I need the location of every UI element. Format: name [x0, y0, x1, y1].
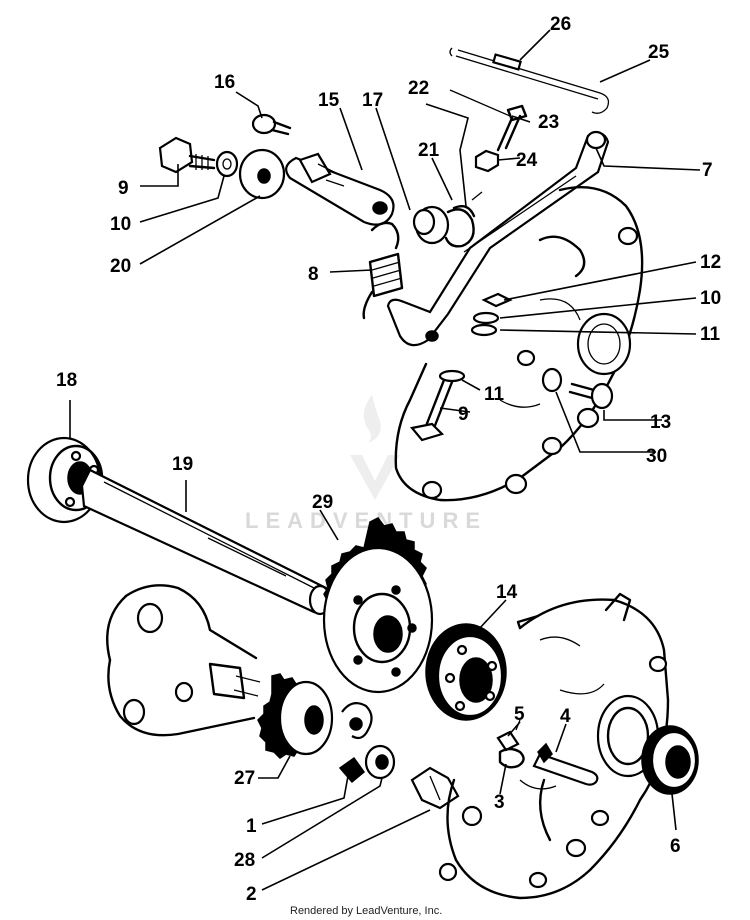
callout-13: 13 [650, 412, 671, 433]
rod-22 [449, 89, 511, 117]
watermark-logo [350, 395, 400, 500]
callout-20: 20 [110, 256, 131, 277]
callout-25: 25 [648, 42, 670, 63]
callout-6: 6 [670, 836, 681, 857]
callout-29: 29 [312, 492, 333, 513]
callout-15: 15 [318, 90, 340, 111]
linkage-rod [449, 47, 610, 114]
callout-9-top: 9 [118, 178, 129, 199]
washer-10-mid [472, 311, 500, 325]
bolt-23 [496, 104, 528, 152]
callout-26: 26 [550, 14, 571, 35]
bolt-9-top [158, 136, 216, 174]
callout-9-lower: 9 [458, 404, 469, 425]
gear-27 [257, 673, 334, 759]
screw-13 [568, 382, 614, 410]
callout-16: 16 [214, 72, 235, 93]
callout-21: 21 [418, 140, 440, 161]
spring-8 [362, 221, 404, 320]
washer-20 [238, 148, 286, 200]
callout-4: 4 [560, 706, 571, 727]
callout-5: 5 [514, 704, 525, 725]
washer-11-mid [470, 323, 498, 337]
collar-28 [364, 744, 396, 780]
callout-2: 2 [246, 884, 257, 905]
callout-14: 14 [496, 582, 518, 603]
callout-11-low: 11 [484, 384, 505, 405]
callout-12: 12 [700, 252, 721, 273]
gear-29 [322, 517, 434, 694]
watermark-text: LEADVENTURE [245, 508, 487, 533]
bearing-14 [425, 623, 507, 721]
washer-30 [541, 367, 563, 393]
right-housing [438, 592, 670, 900]
rod-clip [492, 53, 522, 71]
lever-7 [386, 130, 610, 347]
spring-3 [498, 747, 525, 769]
callout-24: 24 [516, 150, 538, 171]
lever-1 [338, 701, 373, 784]
callout-8: 8 [308, 264, 319, 285]
callout-1: 1 [246, 816, 257, 837]
callout-7: 7 [702, 160, 713, 181]
callout-11-mid: 11 [700, 324, 721, 345]
shaft-19 [80, 468, 332, 616]
bolt-9-lower [409, 378, 454, 442]
leader-lines [69, 29, 701, 891]
shaft-4 [532, 742, 599, 786]
callout-18: 18 [56, 370, 77, 391]
bolt-16 [251, 113, 292, 136]
washer-10-top [215, 150, 239, 178]
spring-21 [444, 191, 483, 248]
callout-19: 19 [172, 454, 193, 475]
oil-seal-6 [641, 725, 699, 795]
bolt-2 [410, 766, 460, 810]
upper-housing [394, 186, 644, 502]
callout-23: 23 [538, 112, 559, 133]
pin-12 [481, 292, 513, 308]
callout-17: 17 [362, 90, 383, 111]
callout-10-mid: 10 [700, 288, 721, 309]
callout-3: 3 [494, 792, 505, 813]
arm-15 [285, 152, 395, 226]
left-housing [106, 584, 261, 737]
callout-28: 28 [234, 850, 255, 871]
collar-17 [412, 205, 450, 245]
nut-24 [474, 149, 500, 173]
callout-27: 27 [234, 768, 255, 789]
callout-30: 30 [646, 446, 667, 467]
callout-10-top: 10 [110, 214, 131, 235]
callout-22: 22 [408, 78, 429, 99]
callout-labels: 26 25 16 15 17 22 23 7 9 10 21 24 20 8 1… [56, 14, 721, 905]
footer-credit: Rendered by LeadVenture, Inc. [290, 905, 442, 917]
